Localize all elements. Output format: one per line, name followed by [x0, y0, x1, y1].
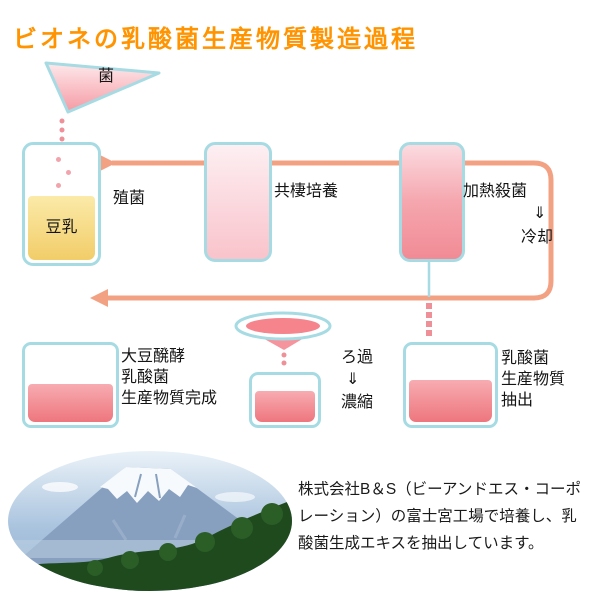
- filter-funnel-liquid: [246, 318, 320, 334]
- extraction-label: 乳酸菌 生産物質 抽出: [501, 348, 565, 411]
- finished-label: 大豆醗酵 乳酸菌 生産物質完成: [121, 346, 217, 409]
- footer-description: 株式会社B＆S（ビーアンドエス・コーポ レーション）の富士宮工場で培養し、乳 酸…: [298, 476, 581, 557]
- heat-label: 加熱殺菌: [463, 183, 528, 200]
- footer-line-1: 株式会社B＆S（ビーアンドエス・コーポ: [298, 481, 581, 498]
- extraction-vessel: [403, 342, 498, 428]
- footer-line-3: 酸菌生成エキスを抽出しています。: [298, 535, 544, 552]
- bacteria-funnel: [44, 61, 161, 114]
- filtration-down-arrow: ⇓: [346, 371, 360, 388]
- concentrate-liquid: [255, 391, 315, 422]
- bubble-dot: [66, 170, 71, 175]
- extraction-line-2: 生産物質: [501, 371, 566, 388]
- flow-loop-line: [104, 160, 554, 301]
- culture-label: 共棲培養: [274, 183, 339, 200]
- finished-liquid: [28, 384, 113, 422]
- flow-arrow-left-icon: [90, 289, 108, 307]
- finished-line-1: 大豆醗酵: [121, 348, 186, 365]
- extraction-liquid: [409, 380, 492, 422]
- culture-vessel: [204, 142, 272, 262]
- page-title: ビオネの乳酸菌生産物質製造過程: [13, 26, 418, 53]
- concentrate-vessel: [249, 372, 321, 428]
- finished-vessel: [22, 342, 119, 428]
- soymilk-vessel: 豆乳: [22, 142, 101, 266]
- filtration-label: ろ過: [341, 349, 374, 366]
- soymilk-label: 豆乳: [45, 219, 78, 236]
- finished-line-3: 生産物質完成: [121, 390, 218, 407]
- bacteria-label: 菌: [98, 68, 115, 85]
- fuji-photo: [8, 451, 292, 591]
- flow-arrow-right-icon: [98, 154, 116, 172]
- concentration-label: 濃縮: [341, 394, 374, 411]
- filter-drip-dots: [281, 352, 287, 366]
- bubble-dot: [56, 183, 61, 188]
- bacteria-drip-dots: [59, 118, 65, 142]
- footer-line-2: レーション）の富士宮工場で培養し、乳: [298, 508, 577, 525]
- heat-down-arrow: ⇓: [533, 205, 547, 222]
- extraction-line-1: 乳酸菌: [501, 350, 550, 367]
- finished-line-2: 乳酸菌: [121, 369, 170, 386]
- cooling-label: 冷却: [521, 229, 554, 246]
- soymilk-liquid: [28, 196, 95, 260]
- inoculation-label: 殖菌: [113, 190, 146, 207]
- bubble-dot: [56, 157, 61, 162]
- heat-to-extract-dots: [426, 303, 432, 336]
- extraction-line-3: 抽出: [501, 392, 534, 409]
- heat-vessel: [399, 142, 465, 262]
